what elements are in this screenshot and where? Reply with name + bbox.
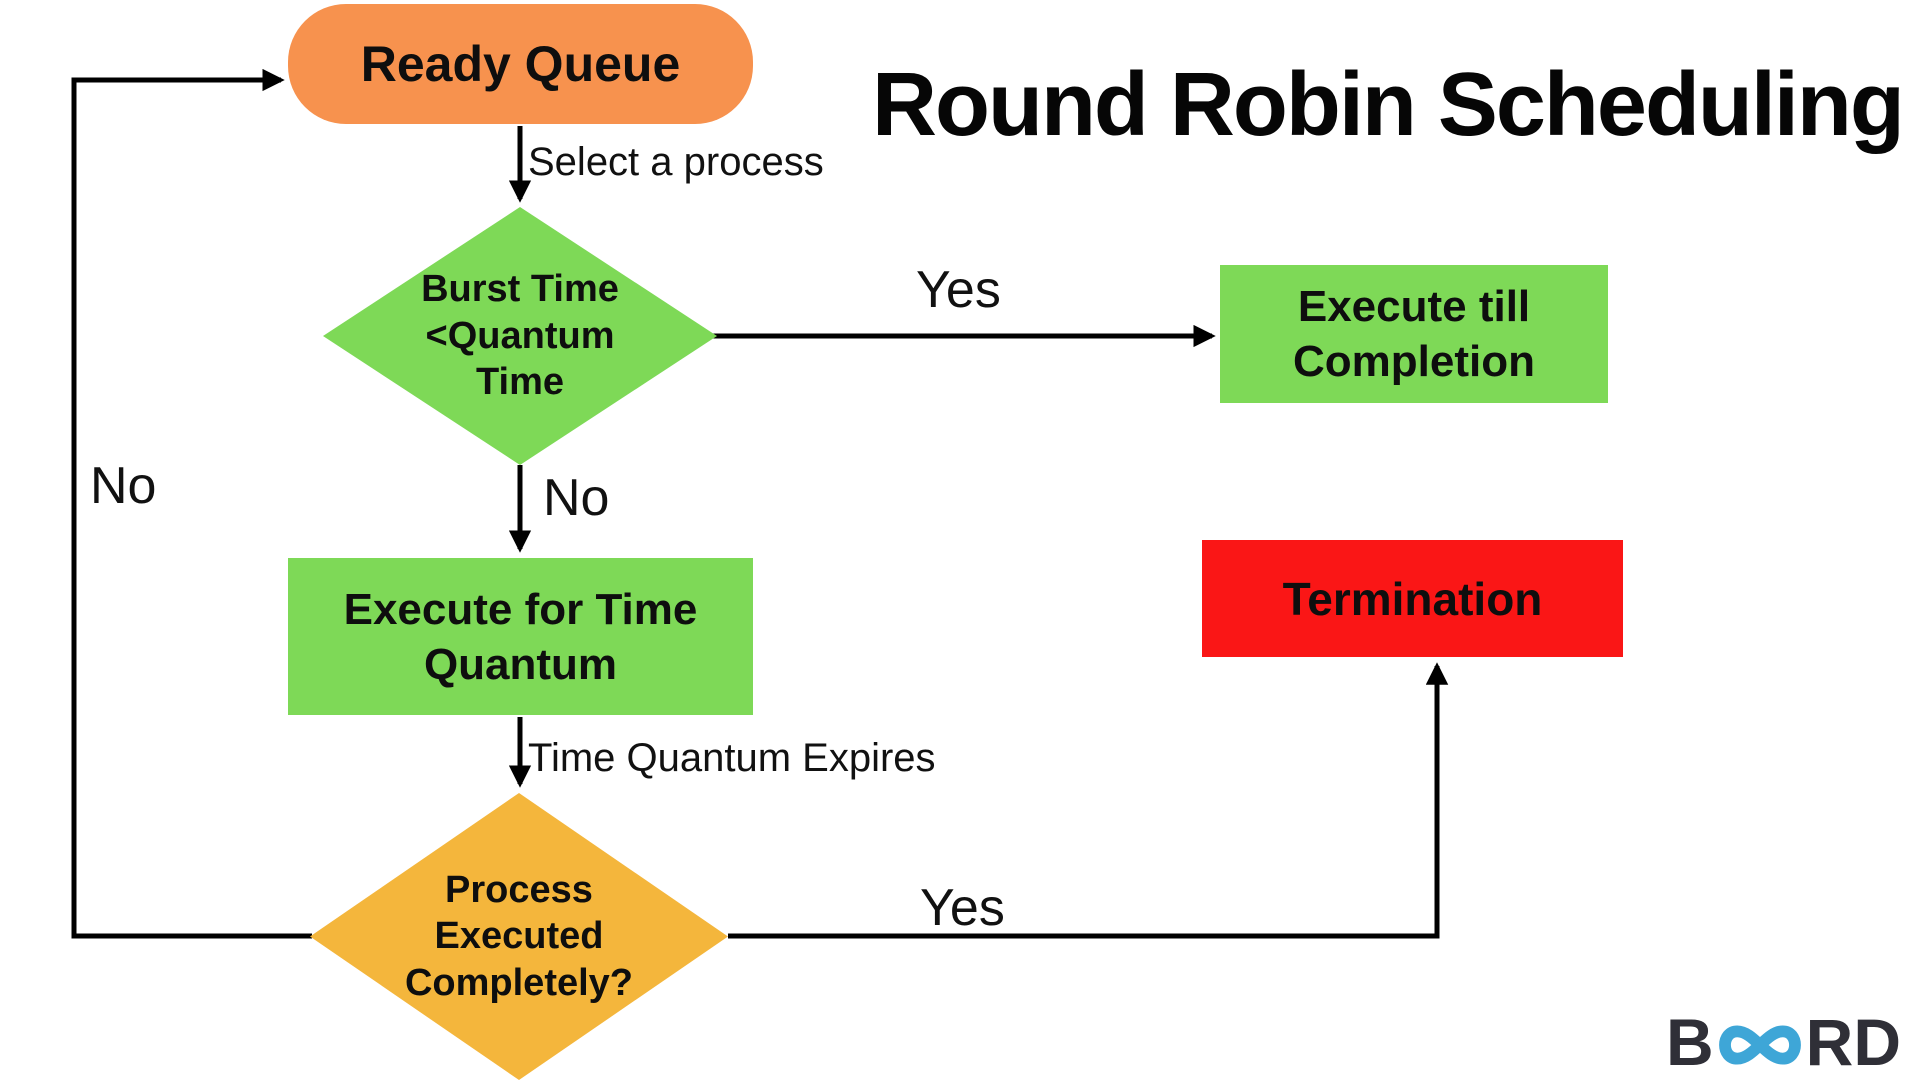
edge-process-yes-to-termination-arrow xyxy=(728,662,1449,939)
edge-label-no-left-loop: No xyxy=(90,457,157,515)
process-decision-line: Completely? xyxy=(404,961,634,1004)
ready-queue-label: Ready Queue xyxy=(360,36,681,92)
page-title: Round Robin Scheduling xyxy=(872,55,1905,155)
infinity-icon xyxy=(1718,1025,1801,1065)
board-logo-suffix: RD xyxy=(1805,1005,1901,1079)
node-execute-for-time-quantum: Execute for Time Quantum xyxy=(288,558,753,715)
edge-label-no-middle: No xyxy=(543,469,610,527)
execute-completion-line: Execute till xyxy=(1297,282,1531,331)
edge-label-time-quantum-expires: Time Quantum Expires xyxy=(528,736,936,780)
execute-completion-line: Completion xyxy=(1293,337,1535,386)
execute-quantum-line: Quantum xyxy=(423,639,618,689)
board-logo: B RD xyxy=(1666,1004,1901,1080)
node-ready-queue: Ready Queue xyxy=(288,4,753,124)
process-decision-line: Process xyxy=(445,868,593,911)
burst-decision-line: Burst Time xyxy=(421,268,619,311)
process-decision-line: Executed xyxy=(434,915,604,958)
board-logo-prefix: B xyxy=(1666,1005,1714,1079)
termination-label: Termination xyxy=(1282,572,1543,625)
burst-decision-line: <Quantum xyxy=(425,314,615,357)
edge-label-yes-top: Yes xyxy=(916,261,1001,319)
node-termination: Termination xyxy=(1202,540,1623,657)
burst-decision-line: Time xyxy=(475,361,564,404)
edge-label-yes-bottom: Yes xyxy=(920,879,1005,937)
edge-label-select-a-process: Select a process xyxy=(528,140,824,184)
edge-process-no-loop-to-ready-arrow xyxy=(71,68,312,939)
execute-quantum-line: Execute for Time xyxy=(343,584,698,634)
node-execute-till-completion: Execute till Completion xyxy=(1220,265,1608,403)
